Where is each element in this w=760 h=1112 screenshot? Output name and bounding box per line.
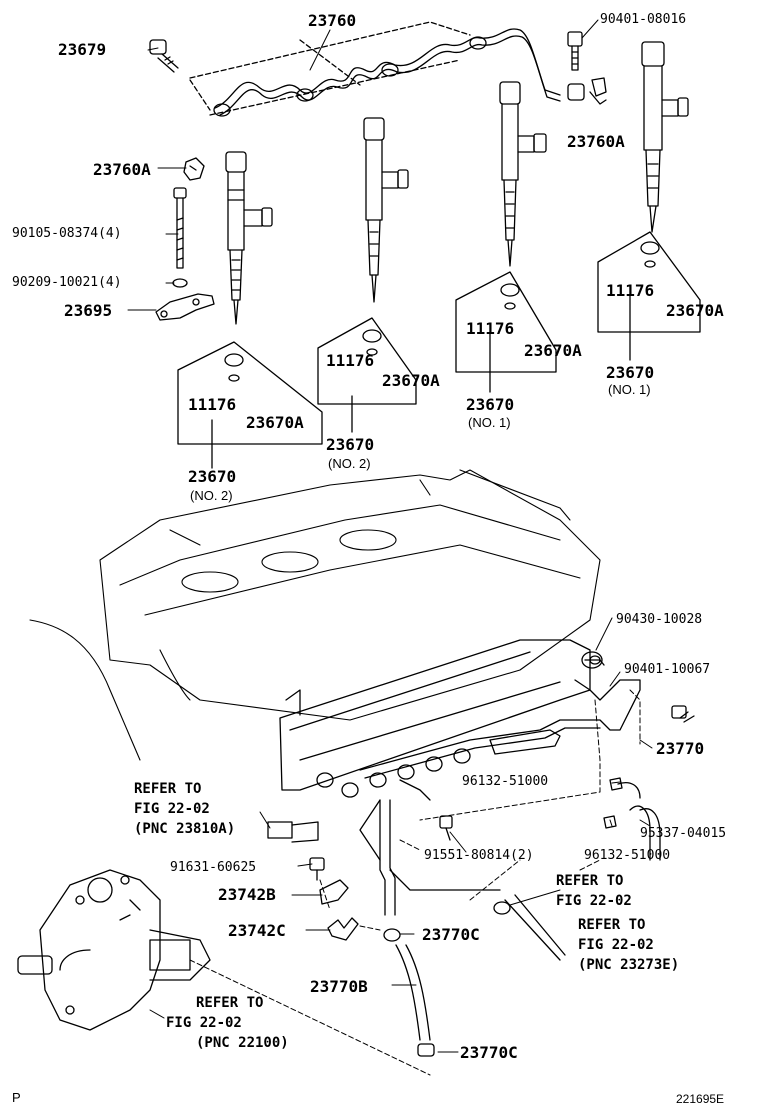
refer-to-fig-link-1[interactable]: FIG 22-02 — [134, 801, 210, 817]
part-label-96132-51000-a[interactable]: 96132-51000 — [462, 774, 549, 789]
union-bolt-90401-10067 — [672, 706, 694, 722]
seal-group-4 — [598, 232, 700, 360]
part-label-23670A-group1[interactable]: 23670A — [246, 413, 304, 432]
clip-96132-b — [604, 816, 616, 828]
bolt-91631 — [310, 858, 324, 880]
part-label-23695[interactable]: 23695 — [64, 301, 113, 320]
refer-to-fig-link-4[interactable]: FIG 22-02 — [166, 1015, 242, 1031]
injector-4 — [642, 42, 688, 232]
supply-pump — [18, 870, 210, 1030]
bolt-23679 — [150, 40, 178, 72]
part-label-23670A-group4[interactable]: 23670A — [666, 301, 724, 320]
part-label-23670-group4[interactable]: 23670 — [606, 363, 655, 382]
fuel-pipe-23770 — [360, 652, 640, 778]
injection-pipe-23760 — [190, 22, 560, 116]
dashed-guides — [190, 690, 640, 1075]
part-label-11176-group1[interactable]: 11176 — [188, 395, 237, 414]
part-label-23679[interactable]: 23679 — [58, 40, 107, 59]
part-label-23670A-group3[interactable]: 23670A — [524, 341, 582, 360]
injector-3 — [500, 82, 546, 266]
refer-to-fig-link-3[interactable]: FIG 22-02 — [578, 937, 654, 953]
clamp-23742C — [328, 918, 358, 940]
bolt-91551 — [440, 816, 452, 840]
seal-group-1 — [178, 342, 322, 468]
part-label-95337-04015[interactable]: 95337-04015 — [640, 826, 727, 841]
clip-hose-end — [494, 902, 510, 914]
refer-to-pnc-1: (PNC 23810A) — [134, 821, 236, 837]
part-label-11176-group2[interactable]: 11176 — [326, 351, 375, 370]
part-label-23760A-left[interactable]: 23760A — [93, 160, 151, 179]
part-note-no2-group2: (NO. 2) — [328, 456, 371, 471]
part-label-23770[interactable]: 23770 — [656, 739, 705, 758]
part-label-90105-08374[interactable]: 90105-08374(4) — [12, 226, 122, 241]
part-label-23760A-right[interactable]: 23760A — [567, 132, 625, 151]
part-note-no1-group4: (NO. 1) — [608, 382, 651, 397]
part-label-91631-60625[interactable]: 91631-60625 — [170, 860, 257, 875]
clamp-23760A-left — [184, 158, 204, 180]
refer-to-pnc-4: (PNC 22100) — [196, 1035, 289, 1051]
clamp-23760A-right — [568, 78, 606, 104]
seal-group-3 — [456, 272, 556, 392]
part-label-23770C-b[interactable]: 23770C — [460, 1043, 518, 1062]
part-label-90401-10067[interactable]: 90401-10067 — [624, 662, 711, 677]
nozzle-clamp-23695 — [156, 294, 214, 320]
injector-1 — [226, 152, 272, 324]
injector-2 — [364, 118, 408, 302]
clip-23770C-a — [384, 929, 400, 941]
part-label-23760[interactable]: 23760 — [308, 11, 357, 30]
part-label-23770C-a[interactable]: 23770C — [422, 925, 480, 944]
refer-to-label-4: REFER TO — [196, 995, 264, 1011]
washer-90209 — [173, 279, 187, 287]
part-label-90209-10021[interactable]: 90209-10021(4) — [12, 275, 122, 290]
refer-to-fig-link-2[interactable]: FIG 22-02 — [556, 893, 632, 909]
clamp-23742B — [320, 880, 348, 904]
part-label-11176-group4[interactable]: 11176 — [606, 281, 655, 300]
part-label-23670A-group2[interactable]: 23670A — [382, 371, 440, 390]
fuel-lines-lower — [360, 780, 565, 960]
clip-96132-a — [610, 778, 622, 790]
part-label-23670-group1[interactable]: 23670 — [188, 467, 237, 486]
part-label-90430-10028[interactable]: 90430-10028 — [616, 612, 703, 627]
refer-to-label-3: REFER TO — [578, 917, 646, 933]
figure-id: 221695E — [676, 1092, 725, 1106]
footer-p-marker: P — [12, 1090, 21, 1105]
union-bolt-90401-08016 — [568, 32, 582, 70]
hose-23770B — [396, 945, 430, 1040]
clip-23770C-b — [418, 1044, 434, 1056]
part-label-23770B[interactable]: 23770B — [310, 977, 368, 996]
refer-to-label-2: REFER TO — [556, 873, 624, 889]
part-label-23742C[interactable]: 23742C — [228, 921, 286, 940]
part-label-23670-group3[interactable]: 23670 — [466, 395, 515, 414]
leader-lines — [128, 20, 652, 1052]
part-label-11176-group3[interactable]: 11176 — [466, 319, 515, 338]
seal-group-2 — [318, 318, 416, 432]
part-label-23742B[interactable]: 23742B — [218, 885, 276, 904]
part-note-no2-group1: (NO. 2) — [190, 488, 233, 503]
refer-to-pnc-3: (PNC 23273E) — [578, 957, 680, 973]
part-label-23670-group2[interactable]: 23670 — [326, 435, 375, 454]
part-label-91551-80814[interactable]: 91551-80814(2) — [424, 848, 534, 863]
bolt-90105 — [174, 188, 186, 268]
engine-outline — [30, 470, 600, 760]
common-rail — [268, 640, 590, 842]
part-label-90401-08016[interactable]: 90401-08016 — [600, 12, 687, 27]
refer-to-label-1: REFER TO — [134, 781, 202, 797]
part-note-no1-group3: (NO. 1) — [468, 415, 511, 430]
part-label-96132-51000-b[interactable]: 96132-51000 — [584, 848, 671, 863]
